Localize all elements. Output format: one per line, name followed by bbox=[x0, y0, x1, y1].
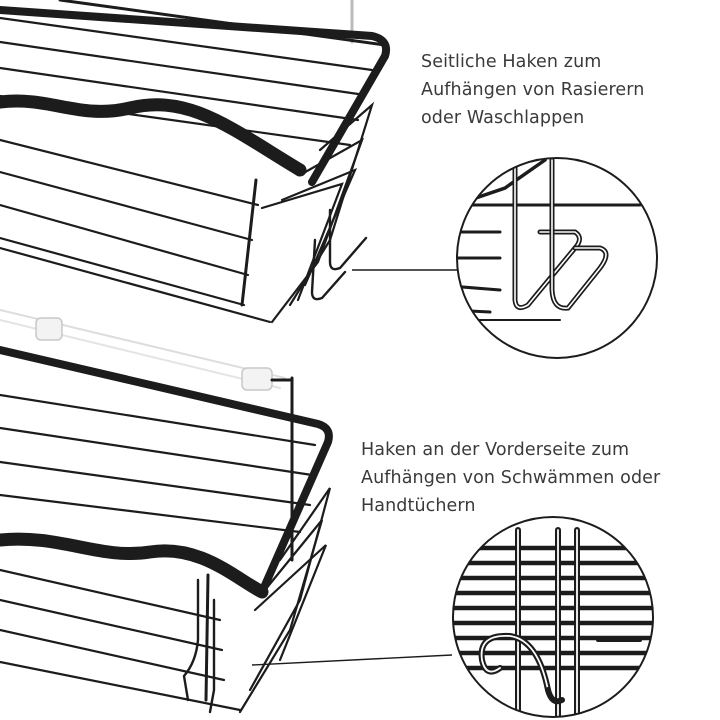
lower-basket bbox=[0, 309, 333, 714]
side-hooks-caption-line-3: oder Waschlappen bbox=[421, 108, 585, 128]
pointer-line-bottom bbox=[251, 654, 453, 666]
side-hooks-caption-line-1: Seitliche Haken zum bbox=[421, 52, 602, 72]
side-hooks-caption: Seitliche Haken zum Aufhängen von Rasier… bbox=[421, 48, 644, 132]
front-hooks-caption-line-2: Aufhängen von Schwämmen oder bbox=[361, 468, 661, 488]
front-hook-detail bbox=[452, 516, 654, 718]
side-hooks-caption-line-2: Aufhängen von Rasierern bbox=[421, 80, 645, 100]
front-hooks-caption: Haken an der Vorderseite zum Aufhängen v… bbox=[361, 436, 660, 520]
front-hooks-caption-line-3: Handtüchern bbox=[361, 496, 476, 516]
side-hook-detail bbox=[456, 157, 658, 359]
upper-basket bbox=[0, 0, 391, 324]
front-hooks-caption-line-1: Haken an der Vorderseite zum bbox=[361, 440, 630, 460]
